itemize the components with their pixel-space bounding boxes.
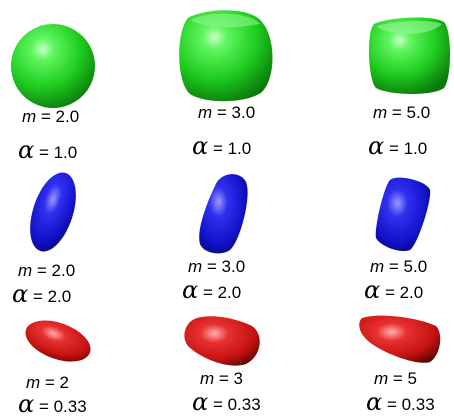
shape-green-m5 <box>368 17 450 94</box>
label-alpha-r1c1: α = 1.0 <box>18 136 78 164</box>
label-m-r2c2: m = 3.0 <box>188 257 246 276</box>
label-alpha-r1c3: α = 1.0 <box>368 132 428 160</box>
label-m-r2c3: m = 5.0 <box>370 257 428 276</box>
label-m-r3c1: m = 2 <box>26 373 70 392</box>
shape-red-m2 <box>25 320 91 362</box>
shape-red-m5 <box>359 315 441 363</box>
label-alpha-r3c2: α = 0.33 <box>192 388 261 416</box>
label-m-r1c1: m = 2.0 <box>22 107 80 126</box>
label-alpha-r1c2: α = 1.0 <box>192 132 252 160</box>
shape-blue-m3 <box>199 174 248 254</box>
shape-green-m2 <box>11 24 95 108</box>
shape-red-m3 <box>184 316 260 366</box>
shape-green-m3 <box>179 10 273 102</box>
label-m-r1c2: m = 3.0 <box>198 103 256 122</box>
label-alpha-r2c2: α = 2.0 <box>182 276 242 304</box>
label-m-r3c3: m = 5 <box>374 369 418 388</box>
shape-blue-m2 <box>30 172 76 252</box>
label-m-r1c3: m = 5.0 <box>373 103 431 122</box>
label-alpha-r3c1: α = 0.33 <box>18 390 87 418</box>
shape-blue-m5 <box>375 177 431 252</box>
label-m-r3c2: m = 3 <box>200 369 244 388</box>
label-alpha-r3c3: α = 0.33 <box>366 388 435 416</box>
label-alpha-r2c3: α = 2.0 <box>364 276 424 304</box>
label-alpha-r2c1: α = 2.0 <box>12 280 72 308</box>
label-m-r2c1: m = 2.0 <box>18 261 76 280</box>
